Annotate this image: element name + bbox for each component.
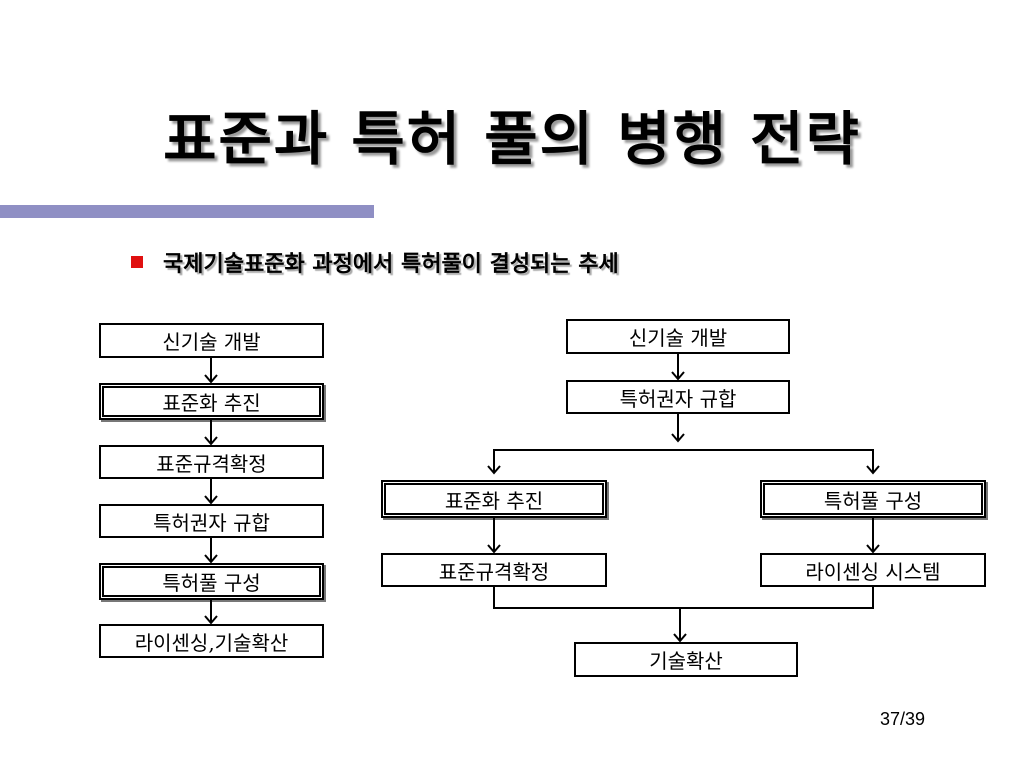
right-flow-box-standardization: 표준화 추진 [381, 480, 607, 518]
right-split-connector [493, 449, 874, 472]
left-flow-box-standard-spec: 표준규격확정 [99, 445, 324, 479]
left-flow-box-patent-holders: 특허권자 규합 [99, 504, 324, 538]
slide-title: 표준과 특허 풀의 병행 전략 [163, 105, 861, 173]
bullet-item: 국제기술표준화 과정에서 특허풀이 결성되는 추세 [131, 248, 619, 277]
right-flow-box-new-tech: 신기술 개발 [566, 319, 790, 354]
right-flow-box-tech-diffusion: 기술확산 [574, 642, 798, 677]
left-flow-box-licensing: 라이센싱,기술확산 [99, 624, 324, 658]
bullet-square-icon [131, 256, 143, 268]
left-flow-box-patent-pool: 특허풀 구성 [99, 563, 324, 600]
page-number: 37/39 [880, 709, 926, 729]
left-flow-box-standardization: 표준화 추진 [99, 383, 324, 420]
right-flow-box-patent-holders: 특허권자 규합 [566, 380, 790, 414]
right-merge-connector [493, 587, 874, 609]
right-flow-box-standard-spec: 표준규격확정 [381, 553, 607, 587]
title-underline-bar [0, 205, 374, 218]
bullet-text: 국제기술표준화 과정에서 특허풀이 결성되는 추세 [163, 251, 619, 277]
right-flow-box-patent-pool: 특허풀 구성 [760, 480, 986, 518]
right-flow-box-licensing-system: 라이센싱 시스템 [760, 553, 986, 587]
left-flow-box-new-tech: 신기술 개발 [99, 323, 324, 358]
